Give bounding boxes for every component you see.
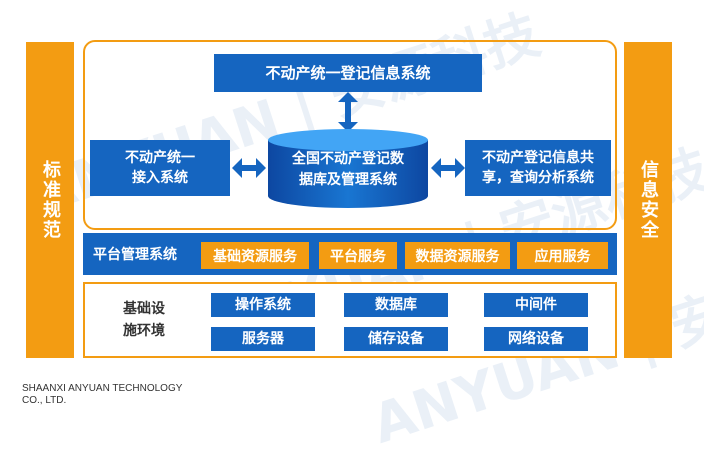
company-name-line2: CO., LTD. xyxy=(22,395,67,406)
basic-resource-service: 基础资源服务 xyxy=(201,242,309,269)
storage-device-item: 储存设备 xyxy=(344,327,448,351)
platform-management-label: 平台管理系统 xyxy=(93,247,177,263)
database-cylinder xyxy=(268,129,428,208)
data-resource-service: 数据资源服务 xyxy=(405,242,510,269)
infrastructure-label: 基础设 施环境 xyxy=(123,301,165,339)
double-arrow-horizontal-icon xyxy=(232,158,266,178)
double-arrow-vertical-icon xyxy=(338,92,358,132)
standards-sidebar: 标准规范 xyxy=(26,42,74,358)
database-label: 全国不动产登记数 据库及管理系统 xyxy=(292,151,404,188)
info-sharing-query-system: 不动产登记信息共 享，查询分析系统 xyxy=(465,140,611,196)
network-device-item: 网络设备 xyxy=(484,327,588,351)
company-name-line1: SHAANXI ANYUAN TECHNOLOGY xyxy=(22,383,183,394)
unified-access-system: 不动产统一 接入系统 xyxy=(90,140,230,196)
middleware-item: 中间件 xyxy=(484,293,588,317)
operating-system-item: 操作系统 xyxy=(211,293,315,317)
security-sidebar: 信息安全 xyxy=(624,42,672,358)
platform-service: 平台服务 xyxy=(319,242,397,269)
company-footer: SHAANXI ANYUAN TECHNOLOGY CO., LTD. xyxy=(22,383,282,407)
application-layer-frame xyxy=(83,40,617,230)
application-service: 应用服务 xyxy=(517,242,608,269)
double-arrow-horizontal-icon xyxy=(431,158,465,178)
unified-registration-system: 不动产统一登记信息系统 xyxy=(214,54,482,92)
server-item: 服务器 xyxy=(211,327,315,351)
database-item: 数据库 xyxy=(344,293,448,317)
